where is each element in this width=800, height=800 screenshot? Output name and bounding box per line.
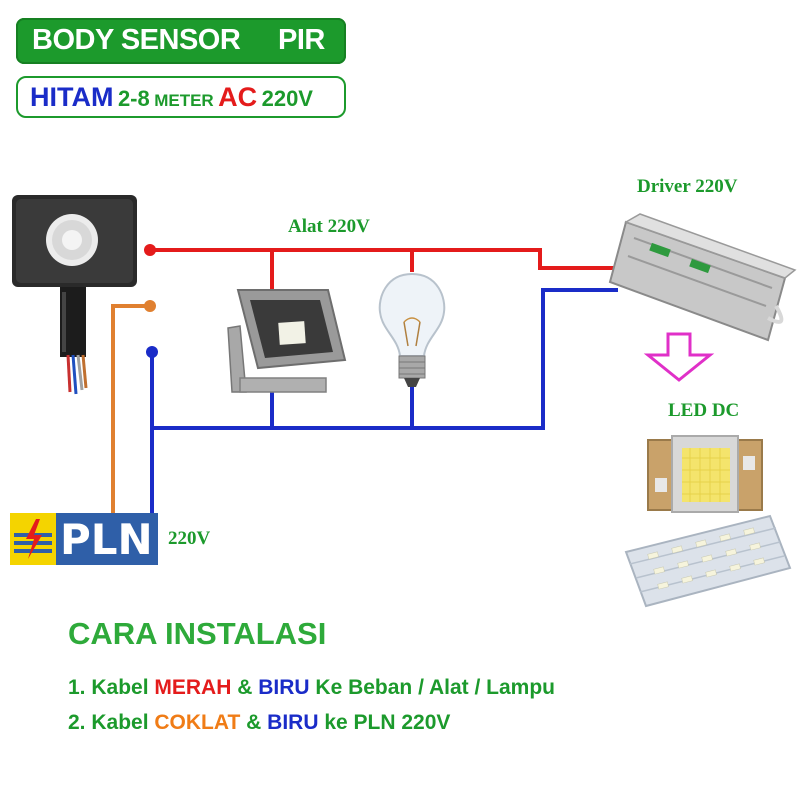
pir-sensor-icon bbox=[12, 195, 137, 395]
led-strip-icon bbox=[624, 514, 792, 608]
step1-prefix: 1. Kabel bbox=[68, 676, 155, 699]
pln-logo-text: PLN bbox=[60, 515, 153, 564]
down-arrow-icon bbox=[643, 332, 715, 382]
spec-color: HITAM bbox=[30, 82, 114, 112]
driver-label: Driver 220V bbox=[637, 176, 738, 197]
step1-amp: & bbox=[231, 676, 259, 699]
blue-terminal bbox=[146, 346, 158, 358]
step2-prefix: 2. Kabel bbox=[68, 711, 155, 734]
step1-blue: BIRU bbox=[258, 676, 310, 699]
step2-brown: COKLAT bbox=[154, 711, 241, 734]
spec-voltage: 220V bbox=[261, 86, 313, 111]
instructions-title: CARA INSTALASI bbox=[68, 616, 327, 651]
step1-red: MERAH bbox=[154, 676, 232, 699]
instruction-step-1: 1. Kabel MERAH & BIRU Ke Beban / Alat / … bbox=[68, 676, 555, 700]
instruction-step-2: 2. Kabel COKLAT & BIRU ke PLN 220V bbox=[68, 711, 450, 735]
step2-blue: BIRU bbox=[267, 711, 319, 734]
pln-lightning-icon bbox=[10, 513, 56, 565]
title-body-sensor: BODY SENSOR bbox=[32, 24, 241, 56]
red-wire bbox=[150, 248, 618, 290]
spec-unit: METER bbox=[154, 91, 214, 110]
led-cob-icon bbox=[647, 435, 763, 513]
title-badge: BODY SENSOR PIR bbox=[16, 18, 346, 64]
alat-label: Alat 220V bbox=[288, 216, 370, 237]
driver-icon bbox=[608, 213, 797, 342]
spec-badge: HITAM 2-8 METER AC 220V bbox=[16, 76, 346, 118]
step2-amp: & bbox=[240, 711, 268, 734]
lightbulb-icon bbox=[378, 272, 446, 387]
step2-suffix: ke PLN 220V bbox=[318, 711, 451, 734]
pln-voltage-label: 220V bbox=[168, 528, 211, 549]
led-label: LED DC bbox=[668, 400, 740, 421]
red-terminal bbox=[144, 244, 156, 256]
spec-range: 2-8 bbox=[117, 86, 150, 111]
step1-suffix: Ke Beban / Alat / Lampu bbox=[309, 676, 555, 699]
pln-logo: PLN bbox=[10, 513, 158, 565]
brown-wire bbox=[111, 304, 150, 513]
floodlight-icon bbox=[227, 289, 347, 393]
title-pir: PIR bbox=[278, 24, 325, 56]
brown-terminal bbox=[144, 300, 156, 312]
blue-wire bbox=[150, 288, 618, 513]
spec-ac: AC bbox=[218, 82, 258, 112]
